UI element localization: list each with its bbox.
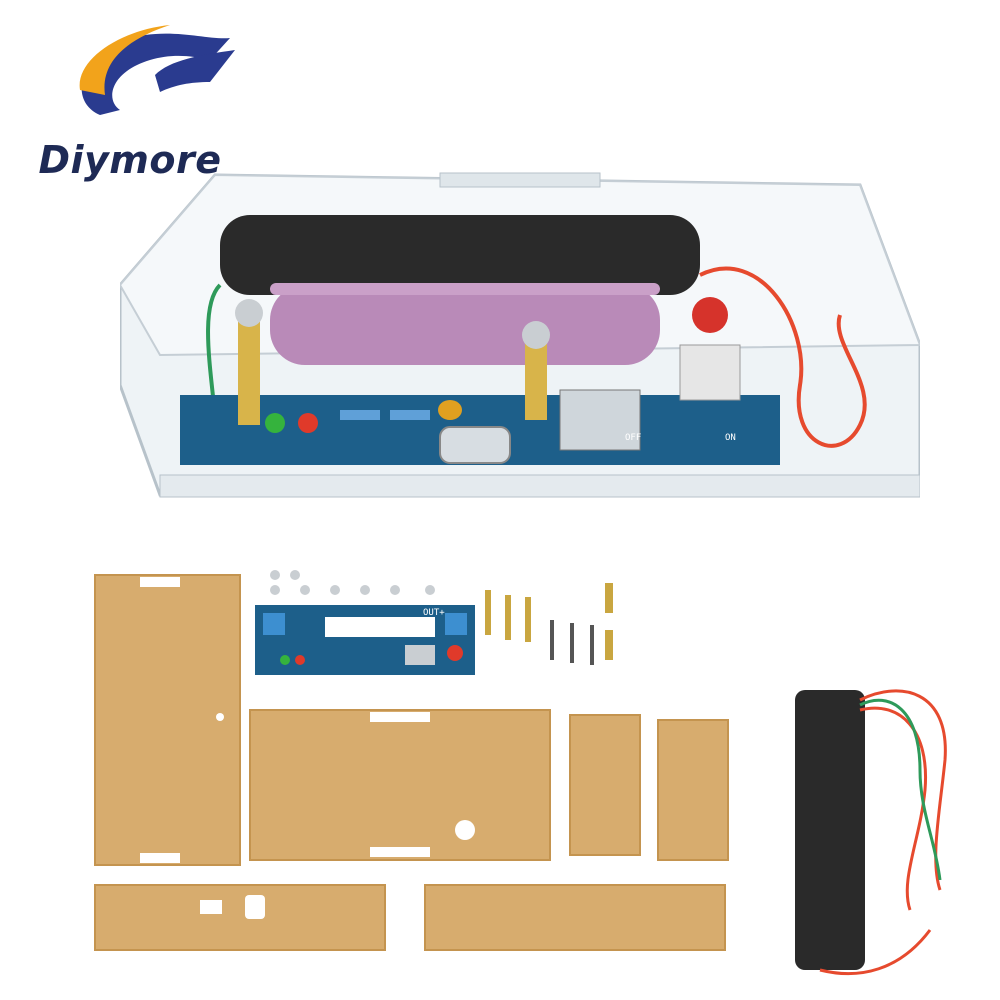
pcb-on-label: ON: [725, 433, 736, 443]
panel-end-left: [569, 714, 641, 856]
coil-in-case: [220, 215, 700, 295]
driver-pcb: OUT+: [255, 605, 475, 675]
diymore-swoosh-logo-icon: [79, 25, 235, 115]
pcb-off-label: OFF: [625, 433, 641, 443]
mdf-panel-parts: [94, 570, 729, 951]
brand-block: Diymore: [30, 20, 235, 182]
brand-name: Diymore: [38, 138, 222, 182]
panel-side-large: [94, 574, 241, 866]
panel-end-right: [657, 719, 729, 861]
pcb-out-plus-label: OUT+: [423, 608, 445, 618]
panel-back-strip: [424, 884, 726, 951]
usb-c-port: [439, 426, 511, 464]
battery: [270, 285, 660, 365]
high-voltage-coil: [795, 689, 947, 976]
assembled-acrylic-case: OFF ON: [120, 172, 920, 498]
screw-set: [270, 570, 613, 665]
panel-front-strip: [94, 884, 386, 951]
push-button: [692, 297, 728, 333]
panel-top: [249, 709, 551, 861]
